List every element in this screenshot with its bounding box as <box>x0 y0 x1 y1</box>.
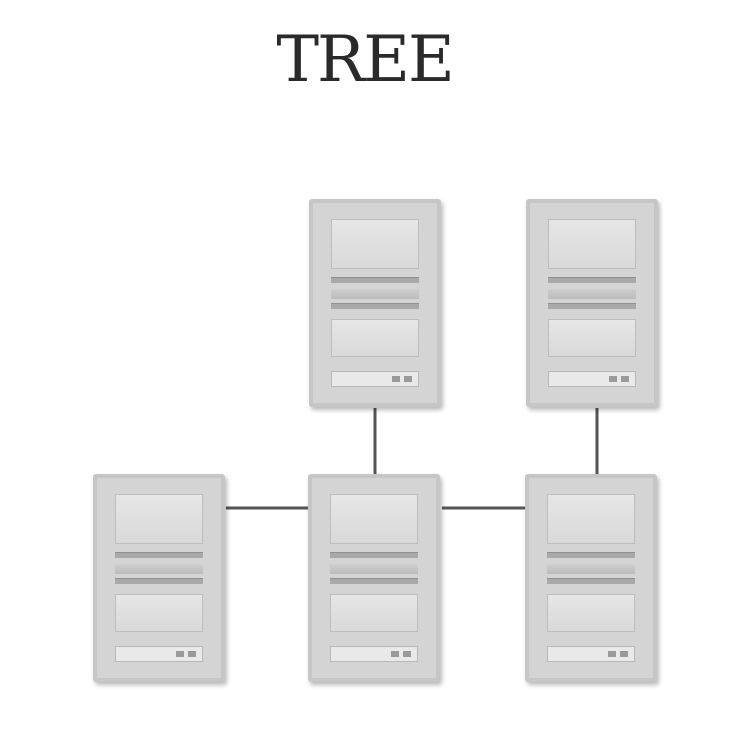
server-bay <box>548 319 636 357</box>
server-drive <box>115 564 203 574</box>
server-bay <box>331 319 419 357</box>
server-bottom-left <box>93 474 225 682</box>
server-status-panel <box>547 646 635 662</box>
server-bay <box>115 594 203 632</box>
server-bottom-center <box>308 474 440 682</box>
server-bottom-right <box>525 474 657 682</box>
server-drive <box>330 564 418 574</box>
diagram-title: TREE <box>276 23 454 97</box>
server-drive <box>331 289 419 299</box>
server-status-panel <box>330 646 418 662</box>
status-led-icon <box>391 651 399 657</box>
server-status-panel <box>115 646 203 662</box>
server-bay <box>330 594 418 632</box>
server-bay <box>548 219 636 269</box>
server-slot <box>548 303 636 309</box>
status-led-icon <box>609 376 617 382</box>
server-status-panel <box>548 371 636 387</box>
status-led-icon <box>176 651 184 657</box>
server-slot <box>330 552 418 558</box>
server-bay <box>547 594 635 632</box>
server-slot <box>331 277 419 283</box>
server-bay <box>330 494 418 544</box>
server-top-center <box>309 199 441 407</box>
status-led-icon <box>620 651 628 657</box>
server-slot <box>115 552 203 558</box>
status-led-icon <box>392 376 400 382</box>
server-slot <box>331 303 419 309</box>
server-top-right <box>526 199 658 407</box>
server-slot <box>330 578 418 584</box>
status-led-icon <box>621 376 629 382</box>
server-drive <box>547 564 635 574</box>
status-led-icon <box>188 651 196 657</box>
server-bay <box>115 494 203 544</box>
status-led-icon <box>608 651 616 657</box>
server-bay <box>547 494 635 544</box>
status-led-icon <box>403 651 411 657</box>
server-drive <box>548 289 636 299</box>
server-bay <box>331 219 419 269</box>
server-slot <box>547 552 635 558</box>
server-status-panel <box>331 371 419 387</box>
server-slot <box>547 578 635 584</box>
status-led-icon <box>404 376 412 382</box>
server-slot <box>115 578 203 584</box>
server-slot <box>548 277 636 283</box>
